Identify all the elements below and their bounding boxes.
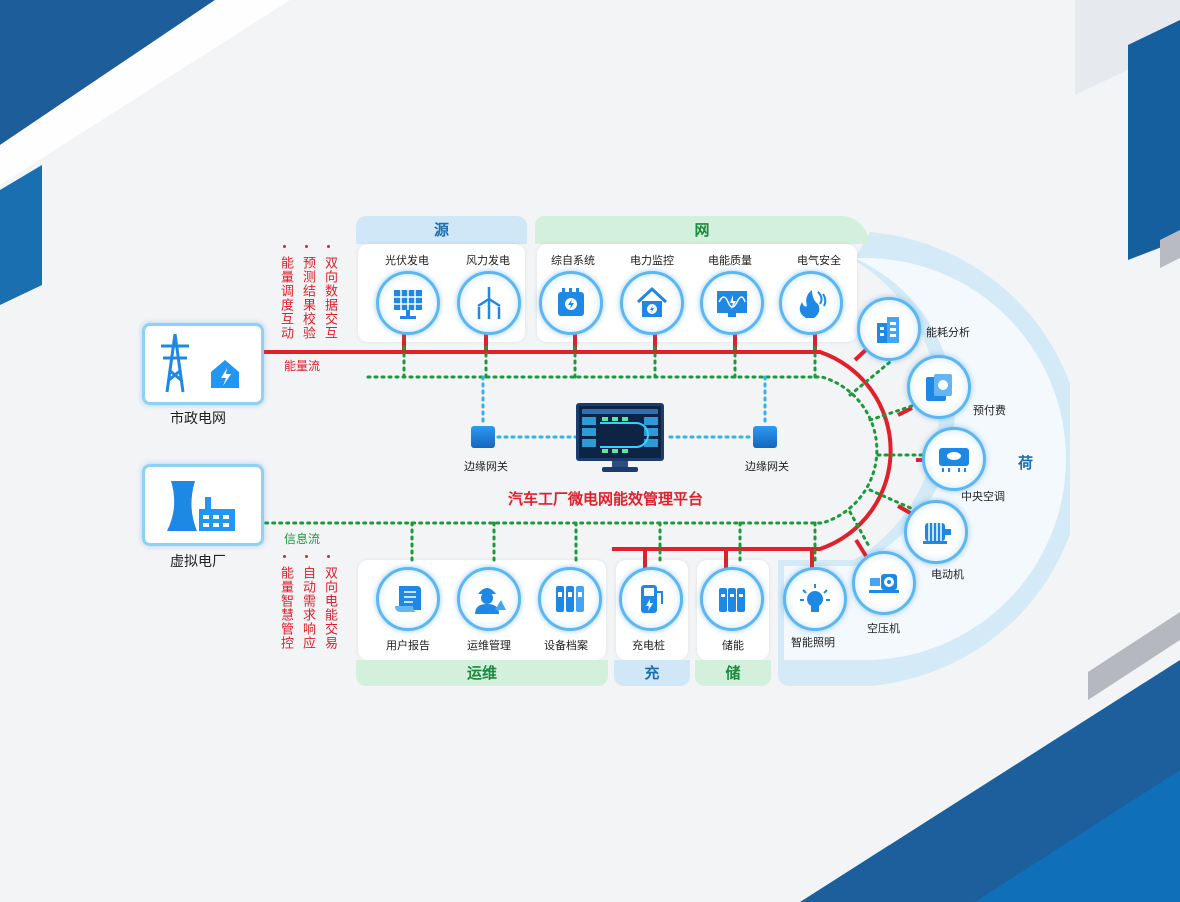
gateway-left-label: 边缘网关 [464, 458, 508, 474]
integrated-system-icon [554, 286, 588, 320]
feature-dot [327, 245, 330, 248]
power-monitor-button[interactable] [620, 271, 684, 335]
item-label-motor: 电动机 [931, 566, 964, 582]
item-label-storage: 储能 [722, 637, 744, 653]
feature-top-2: 预测结果校验 [296, 256, 318, 340]
house-power-icon [634, 286, 670, 320]
feature-dot [327, 555, 330, 558]
item-label-monitor: 电力监控 [630, 252, 674, 268]
gateway-right-label: 边缘网关 [745, 458, 789, 474]
power-quality-button[interactable] [700, 271, 764, 335]
device-archive-button[interactable] [538, 567, 602, 631]
prepaid-card-icon [923, 371, 955, 403]
item-label-safety: 电气安全 [797, 252, 841, 268]
air-compressor-icon [867, 568, 901, 598]
feature-dot [305, 245, 308, 248]
platform-monitor[interactable] [576, 403, 664, 473]
air-conditioner-icon [937, 444, 971, 474]
prepaid-button[interactable] [907, 355, 971, 419]
integrated-system-button[interactable] [539, 271, 603, 335]
ops-management-button[interactable] [457, 567, 521, 631]
electrical-safety-button[interactable] [779, 271, 843, 335]
item-label-hvac: 中央空调 [961, 488, 1005, 504]
city-grid-box[interactable] [142, 323, 264, 405]
item-label-prepaid: 预付费 [973, 402, 1006, 418]
item-label-charging: 充电桩 [632, 637, 665, 653]
item-label-energy-analysis: 能耗分析 [926, 324, 970, 340]
engineer-icon [471, 582, 507, 616]
feature-top-1: 能量调度互动 [274, 256, 296, 340]
item-label-lighting: 智能照明 [791, 634, 835, 650]
item-label-solar: 光伏发电 [385, 252, 429, 268]
charging-pile-button[interactable] [619, 567, 683, 631]
fire-safety-icon [794, 286, 828, 320]
item-label-integrated: 综自系统 [551, 252, 595, 268]
vpp-box[interactable] [142, 464, 264, 546]
feature-dot [305, 555, 308, 558]
report-scroll-icon [391, 582, 425, 616]
item-label-wind: 风力发电 [466, 252, 510, 268]
motor-button[interactable] [904, 500, 968, 564]
edge-gateway-icon [753, 426, 777, 448]
monitor-dashboard-icon [576, 403, 664, 473]
feature-dot [283, 245, 286, 248]
energy-analysis-button[interactable] [857, 297, 921, 361]
feature-bottom-1: 能量智慧管控 [274, 566, 296, 650]
item-label-compressor: 空压机 [867, 620, 900, 636]
power-tower-house-icon [145, 326, 261, 402]
user-report-button[interactable] [376, 567, 440, 631]
building-icon [873, 313, 905, 345]
feature-dot [283, 555, 286, 558]
item-label-ops: 运维管理 [467, 637, 511, 653]
storage-button[interactable] [700, 567, 764, 631]
smart-lighting-button[interactable] [783, 567, 847, 631]
item-label-report: 用户报告 [386, 637, 430, 653]
light-bulb-icon [798, 582, 832, 616]
edge-gateway-icon [471, 426, 495, 448]
feature-bottom-2: 自动需求响应 [296, 566, 318, 650]
item-label-archive: 设备档案 [544, 637, 588, 653]
item-label-quality: 电能质量 [708, 252, 752, 268]
feature-bottom-3: 双向电能交易 [318, 566, 340, 650]
energy-flow-label: 能量流 [284, 357, 320, 374]
platform-title: 汽车工厂微电网能效管理平台 [508, 488, 703, 509]
feature-top-3: 双向数据交互 [318, 256, 340, 340]
charging-pile-icon [635, 582, 667, 616]
vpp-label: 虚拟电厂 [170, 551, 226, 571]
wind-button[interactable] [457, 271, 521, 335]
air-compressor-button[interactable] [852, 551, 916, 615]
hvac-button[interactable] [922, 427, 986, 491]
solar-button[interactable] [376, 271, 440, 335]
motor-icon [919, 517, 953, 547]
solar-panel-icon [390, 286, 426, 320]
battery-icon [715, 582, 749, 616]
info-flow-label: 信息流 [284, 530, 320, 547]
power-plant-icon [145, 467, 261, 543]
archive-binders-icon [553, 582, 587, 616]
city-grid-label: 市政电网 [170, 408, 226, 428]
waveform-icon [714, 287, 750, 319]
wind-turbine-icon [471, 285, 507, 321]
